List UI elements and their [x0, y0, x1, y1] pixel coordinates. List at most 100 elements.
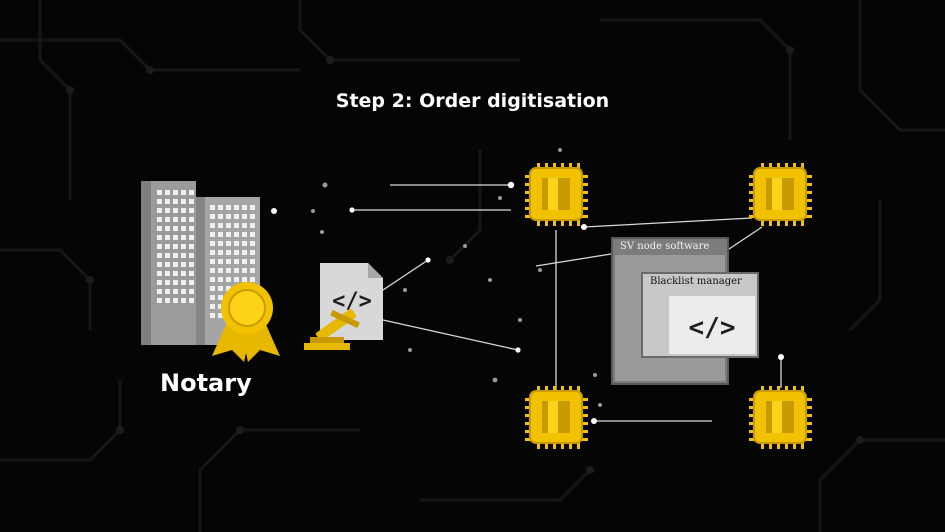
- building-window: [173, 289, 178, 294]
- building-window: [165, 298, 170, 303]
- building-window: [226, 286, 231, 291]
- building-window: [218, 241, 223, 246]
- code-icon: </>: [689, 313, 736, 343]
- chip-icon: [525, 386, 588, 449]
- building-window: [181, 271, 186, 276]
- building-window: [250, 259, 255, 264]
- building-window: [189, 226, 194, 231]
- building-window: [189, 271, 194, 276]
- building-window: [250, 214, 255, 219]
- building-window: [210, 295, 215, 300]
- building-window: [181, 280, 186, 285]
- building-window: [165, 262, 170, 267]
- building-window: [234, 232, 239, 237]
- building-window: [242, 205, 247, 210]
- connector-dots: [271, 181, 784, 424]
- building-window: [210, 277, 215, 282]
- building-window: [189, 280, 194, 285]
- building-window: [189, 244, 194, 249]
- building-window: [218, 286, 223, 291]
- building-window: [210, 223, 215, 228]
- building-window: [181, 298, 186, 303]
- building-window: [210, 232, 215, 237]
- building-window: [250, 250, 255, 255]
- building-window: [218, 259, 223, 264]
- building-window: [210, 241, 215, 246]
- building-window: [165, 190, 170, 195]
- building-window: [157, 199, 162, 204]
- building-window: [165, 226, 170, 231]
- building-window: [210, 286, 215, 291]
- building-window: [189, 253, 194, 258]
- building-window: [242, 223, 247, 228]
- building-window: [218, 205, 223, 210]
- building-window: [218, 232, 223, 237]
- building-window: [165, 199, 170, 204]
- connector-lines: [352, 184, 782, 422]
- building-window: [157, 244, 162, 249]
- building-window: [181, 289, 186, 294]
- building-window: [157, 208, 162, 213]
- building-window: [226, 277, 231, 282]
- building-window: [250, 223, 255, 228]
- building-window: [226, 250, 231, 255]
- building-window: [157, 190, 162, 195]
- building-window: [165, 280, 170, 285]
- building-window: [234, 250, 239, 255]
- building-window: [242, 268, 247, 273]
- building-window: [242, 250, 247, 255]
- svg-text:</>: </>: [689, 313, 736, 343]
- building-window: [157, 253, 162, 258]
- building-window: [165, 208, 170, 213]
- chip-icon: [749, 163, 812, 226]
- building-window: [189, 208, 194, 213]
- building-window: [157, 289, 162, 294]
- node-chips: [525, 163, 812, 449]
- building-window: [181, 190, 186, 195]
- building-window: [173, 280, 178, 285]
- building-window: [210, 259, 215, 264]
- building-window: [250, 277, 255, 282]
- building-window: [210, 313, 215, 318]
- chip-icon: [525, 163, 588, 226]
- building-window: [189, 235, 194, 240]
- building-window: [226, 241, 231, 246]
- building-window: [181, 235, 186, 240]
- blacklist-manager-body: </>: [669, 296, 755, 354]
- building-window: [226, 205, 231, 210]
- building-window: [181, 199, 186, 204]
- sv-node-software-title: SV node software: [620, 241, 710, 252]
- page-title: Step 2: Order digitisation: [335, 90, 610, 112]
- building-window: [234, 268, 239, 273]
- award-ribbon-icon: [212, 282, 280, 362]
- building-window: [218, 304, 223, 309]
- building-window: [165, 217, 170, 222]
- building-window: [210, 205, 215, 210]
- chip-icon: [749, 386, 812, 449]
- building-window: [173, 271, 178, 276]
- building-window: [173, 244, 178, 249]
- building-window: [250, 232, 255, 237]
- building-window: [189, 190, 194, 195]
- building-window: [189, 217, 194, 222]
- building-window: [181, 244, 186, 249]
- data-particles: [311, 148, 602, 407]
- building-window: [173, 208, 178, 213]
- building-window: [234, 205, 239, 210]
- notary-label: Notary: [160, 369, 252, 397]
- gavel-icon: [304, 309, 360, 350]
- building-window: [181, 208, 186, 213]
- building-window: [242, 277, 247, 282]
- building-window: [226, 232, 231, 237]
- building-window: [173, 199, 178, 204]
- building-window: [157, 235, 162, 240]
- building-window: [157, 217, 162, 222]
- building-window: [210, 214, 215, 219]
- building-window: [242, 232, 247, 237]
- building-window: [189, 289, 194, 294]
- building-window: [165, 244, 170, 249]
- building-window: [226, 259, 231, 264]
